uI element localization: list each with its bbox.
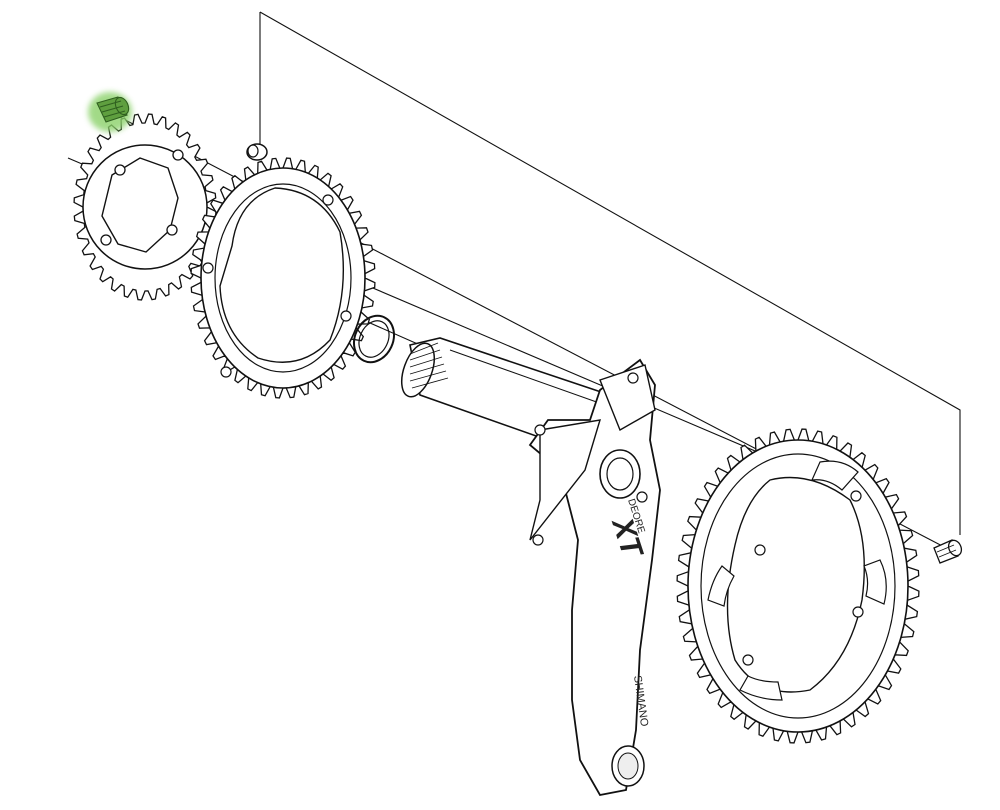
crank-spider-hole bbox=[627, 372, 639, 384]
large-chainring-cutout bbox=[811, 460, 859, 491]
chainring-fixing-bolt-inner[interactable] bbox=[88, 92, 132, 132]
middle-chainring-inner-cutout bbox=[219, 187, 345, 363]
small-chainring-hole bbox=[100, 234, 112, 246]
crank-spider-hole bbox=[532, 534, 544, 546]
large-chainring-hole bbox=[754, 544, 766, 556]
bolt-icon bbox=[96, 96, 130, 123]
middle-chainring-hole bbox=[220, 366, 232, 378]
small-chainring[interactable] bbox=[73, 113, 217, 301]
bolt-icon bbox=[933, 539, 963, 564]
large-chainring-hole bbox=[850, 490, 862, 502]
crank-spider-arm bbox=[529, 419, 601, 541]
crank-spider-hole bbox=[534, 424, 546, 436]
middle-chainring-hole bbox=[322, 194, 334, 206]
middle-chainring-hole bbox=[340, 310, 352, 322]
spacer-ring[interactable] bbox=[347, 309, 402, 369]
right-crank-arm[interactable]: DEORE XT SHIMANO bbox=[528, 358, 661, 797]
small-chainring-hole bbox=[166, 224, 178, 236]
axle-spline bbox=[409, 342, 449, 389]
large-chainring-cutout bbox=[707, 565, 735, 607]
small-chainring-hole bbox=[172, 149, 184, 161]
crank-spider-hole bbox=[636, 491, 648, 503]
large-chainring[interactable] bbox=[676, 428, 920, 744]
bracket-line-top bbox=[259, 11, 961, 535]
chainring-fixing-bolt-outer[interactable] bbox=[933, 538, 964, 564]
large-chainring-cutout bbox=[739, 675, 783, 701]
chainring-nut[interactable] bbox=[246, 143, 268, 161]
middle-chainring-hole bbox=[202, 262, 214, 274]
small-chainring-hole bbox=[114, 164, 126, 176]
large-chainring-hole bbox=[742, 654, 754, 666]
large-chainring-hole bbox=[852, 606, 864, 618]
large-chainring-cutout bbox=[863, 559, 887, 605]
middle-chainring[interactable] bbox=[190, 157, 376, 399]
crank-spider-arm bbox=[599, 364, 656, 432]
large-chainring-cutout bbox=[726, 476, 865, 693]
